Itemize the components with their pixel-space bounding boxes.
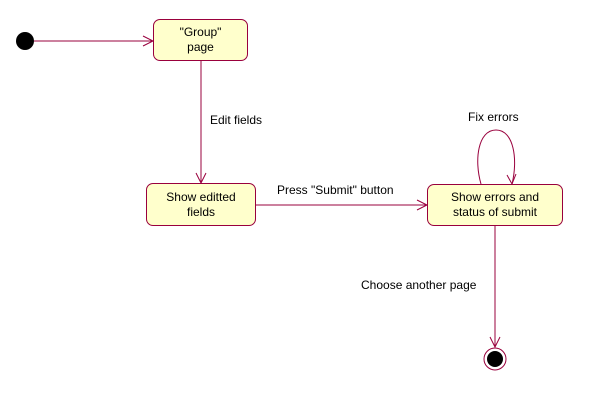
transition-edit-fields [195, 61, 207, 185]
state-group-page: "Group" page [153, 19, 248, 61]
label-edit-fields: Edit fields [210, 113, 263, 127]
label-press-submit-button: Press "Submit" button [277, 183, 394, 197]
state-show-editted-fields: Show editted fields [146, 183, 256, 226]
transition-fix-errors [477, 129, 517, 186]
initial-node [16, 32, 34, 50]
state-show-errors-and-status: Show errors and status of submit [427, 184, 563, 226]
transition-initial-to-group [34, 35, 155, 47]
final-node [483, 347, 507, 371]
transition-choose-another-page [489, 226, 501, 349]
label-choose-another-page: Choose another page [361, 278, 477, 292]
label-fix-errors: Fix errors [468, 110, 519, 124]
transition-press-submit [256, 199, 429, 211]
